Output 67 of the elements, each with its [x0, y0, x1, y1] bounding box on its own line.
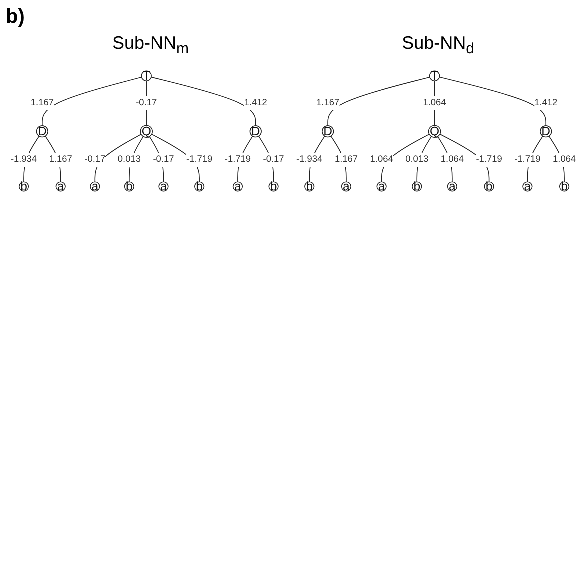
node-circle — [250, 125, 262, 138]
connector — [416, 136, 432, 182]
edge-label: 1.167 — [316, 97, 340, 108]
node-circle — [90, 181, 100, 192]
tree-heading: Sub-NN$_{d}$ — [402, 33, 474, 58]
node-circle — [560, 181, 570, 192]
connector — [548, 136, 565, 182]
connector — [45, 136, 62, 182]
connector — [381, 134, 430, 182]
node-circle — [429, 70, 440, 82]
node-circle — [232, 181, 243, 192]
node-circle — [412, 181, 422, 192]
edge-label: 1.064 — [370, 154, 394, 164]
edge-label: -0.17 — [153, 154, 174, 164]
connector — [149, 136, 164, 182]
node-circle — [304, 181, 315, 192]
edge-label: 1.167 — [49, 154, 72, 164]
node-circle — [322, 125, 334, 138]
node-circle — [158, 181, 169, 192]
node-circle — [540, 125, 552, 138]
edge-label: 0.013 — [406, 154, 429, 164]
edge-label: -0.17 — [263, 154, 284, 164]
tree-diagram: 1.167 -0.17 1.412 -1.934 1.167 -0.17 0.013 -0.17 -1.719 -1.719 -0.17 1.167 1.064 1.412 -1.934 1.167 1.064 0.013 1.064 -1.719 -1.719 1.064 T D Q D b a a b a b a b T D Q D b a a b a b a b — [6, 62, 581, 200]
edge-label: -1.934 — [10, 154, 38, 164]
edge-label: 1.412 — [534, 97, 558, 108]
edge-label: 1.167 — [334, 154, 358, 164]
edge-label: -1.719 — [514, 154, 541, 164]
tree-heading: Sub-NN$_{m}$ — [112, 33, 190, 58]
edge-label: -1.719 — [186, 154, 213, 164]
node-circle — [36, 125, 48, 138]
connector — [328, 76, 430, 126]
connector — [151, 76, 256, 126]
connector — [258, 136, 274, 182]
connector — [439, 76, 546, 126]
edge-label: -0.17 — [84, 154, 106, 164]
edge-label: 1.064 — [440, 154, 464, 164]
connector — [146, 80, 147, 126]
node-circle — [447, 181, 458, 192]
edge-label: -0.17 — [136, 97, 158, 108]
connector — [438, 136, 453, 182]
connector — [94, 134, 142, 182]
connector — [129, 136, 144, 182]
connector — [151, 134, 200, 182]
edge-label: 0.013 — [118, 154, 141, 164]
node-circle — [124, 181, 134, 192]
node-circle — [376, 181, 387, 192]
edge-label: 1.064 — [553, 154, 576, 164]
node-circle — [141, 70, 152, 82]
connector — [330, 136, 347, 182]
node-circle — [268, 181, 279, 192]
node-circle — [140, 124, 153, 138]
node-circle — [18, 181, 30, 192]
edge-label: 1.167 — [30, 97, 54, 108]
connector — [42, 76, 142, 126]
edge-label: -1.719 — [476, 154, 502, 164]
edge-label: 1.412 — [244, 97, 268, 108]
node-circle — [428, 124, 442, 138]
edge-label: -1.719 — [224, 154, 252, 164]
panel-label: b) — [6, 6, 25, 29]
node-circle — [484, 181, 494, 192]
node-circle — [341, 181, 352, 192]
node-circle — [56, 181, 66, 192]
node-circle — [522, 181, 533, 192]
edge-label: 1.064 — [423, 97, 446, 108]
connector — [440, 134, 490, 182]
node-circle — [194, 181, 205, 192]
edge-label: -1.934 — [296, 154, 323, 164]
